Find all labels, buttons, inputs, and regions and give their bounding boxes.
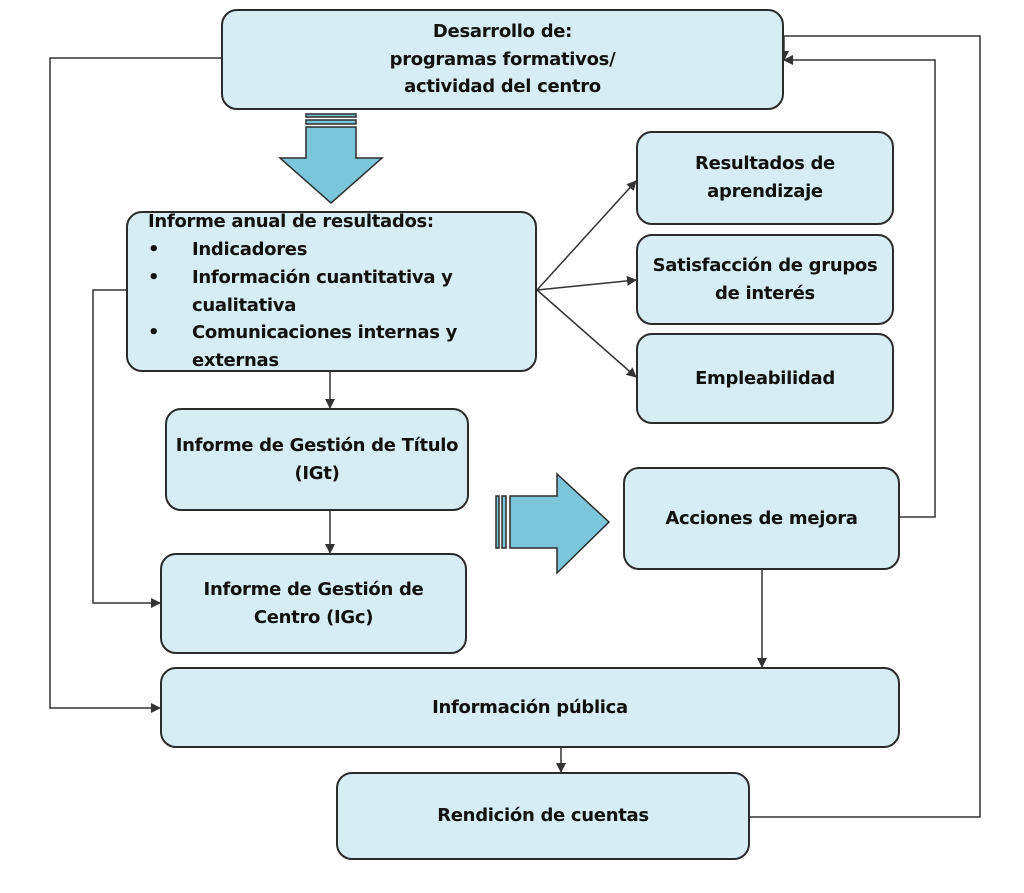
acciones-label: Acciones de mejora xyxy=(665,507,858,529)
informe-anual-bullet: Comunicaciones internas y externas xyxy=(148,319,535,375)
connector-informe-anual-to-igc xyxy=(92,289,161,608)
satisfaccion-line-2: de interés xyxy=(715,282,815,304)
rendicion-label: Rendición de cuentas xyxy=(437,805,649,827)
empleabilidad-label: Empleabilidad xyxy=(695,367,835,389)
igt-line-1: Informe de Gestión de Título xyxy=(175,434,459,456)
connector-informe-anual-to-resultados xyxy=(536,180,637,291)
desarrollo-line-1: Desarrollo de: xyxy=(432,20,573,42)
informe-anual-title: Informe anual de resultados: xyxy=(148,210,434,232)
resultados-line-1: Resultados de xyxy=(695,153,835,175)
connector-informe-anual-to-satisfaccion xyxy=(536,275,637,291)
acciones-box: Acciones de mejora xyxy=(623,467,900,570)
connector-acciones-to-desarrollo xyxy=(783,55,936,518)
rendicion-box: Rendición de cuentas xyxy=(336,772,750,860)
connector-desarrollo-to-info-publica xyxy=(49,57,221,713)
connector-rendicion-to-desarrollo xyxy=(750,35,981,818)
informe-anual-box: Informe anual de resultados: Indicadores… xyxy=(126,211,537,372)
desarrollo-box: Desarrollo de: programas formativos/ act… xyxy=(221,9,784,110)
satisfaccion-box: Satisfacción de grupos de interés xyxy=(636,234,894,325)
empleabilidad-box: Empleabilidad xyxy=(636,333,894,424)
igc-line-1: Informe de Gestión de xyxy=(203,578,424,600)
informe-anual-bullet: Información cuantitativa y cualitativa xyxy=(148,264,535,320)
igt-line-2: (IGt) xyxy=(294,462,340,484)
desarrollo-line-3: actividad del centro xyxy=(404,76,601,98)
informe-anual-bullet-list: Indicadores Información cuantitativa y c… xyxy=(148,236,535,375)
resultados-box: Resultados de aprendizaje xyxy=(636,131,894,225)
igt-box: Informe de Gestión de Título (IGt) xyxy=(165,408,469,511)
connector-informe-anual-to-empleabilidad xyxy=(536,289,637,378)
down-block-arrow xyxy=(278,113,384,205)
right-block-arrow xyxy=(495,472,611,575)
resultados-line-2: aprendizaje xyxy=(707,181,823,202)
desarrollo-line-2: programas formativos/ xyxy=(389,48,616,70)
igc-line-2: Centro (IGc) xyxy=(253,606,374,628)
igc-box: Informe de Gestión de Centro (IGc) xyxy=(160,553,467,654)
info-publica-label: Información pública xyxy=(432,696,628,718)
satisfaccion-line-1: Satisfacción de grupos xyxy=(652,254,878,276)
info-publica-box: Información pública xyxy=(160,667,900,748)
informe-anual-bullet: Indicadores xyxy=(148,236,535,264)
